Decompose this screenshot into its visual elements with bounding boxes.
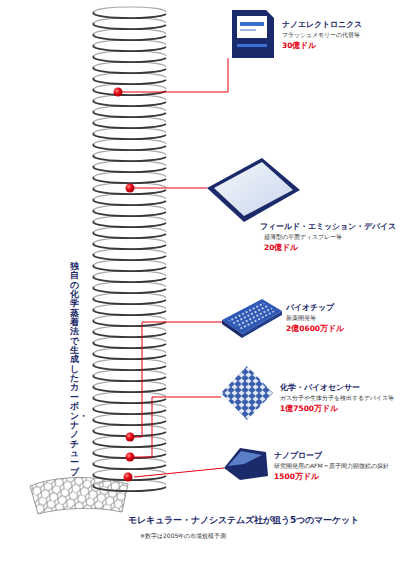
coil-winding [93, 397, 166, 403]
nanotube-mesh [30, 478, 128, 515]
coil-winding [93, 485, 166, 491]
coil-winding [93, 177, 166, 183]
market-description: ガス分子や生体分子を検出するデバイス等 [280, 395, 394, 402]
market-size: 1500万ドル [274, 473, 319, 482]
coil-winding [93, 133, 166, 139]
market-name: フィールド・エミッション・デバイス [260, 222, 396, 231]
nanoprobe-icon [224, 448, 268, 480]
market-name: バイオチップ [286, 303, 334, 312]
coil-winding [93, 386, 166, 392]
coil-winding [93, 375, 166, 381]
market-description: 超薄型の平面ディスプレー等 [264, 234, 342, 241]
title: モレキュラー・ナノシステムズ社が狙う5つのマーケット [128, 515, 359, 525]
coil-winding [94, 7, 166, 12]
biochip-icon [222, 299, 282, 338]
coil-winding [93, 331, 166, 337]
coil-winding [93, 463, 166, 469]
coil-winding [93, 111, 166, 117]
coil-winding [93, 364, 166, 370]
market-size: 1億7500万ドル [280, 405, 338, 414]
footnote: ※数字は2005年の市場規模予測 [140, 533, 226, 540]
market-name: ナノエレクトロニクス [282, 20, 362, 29]
coil-winding [93, 320, 166, 326]
coil-winding [93, 276, 166, 282]
coil-winding [93, 342, 166, 348]
coil-winding [93, 45, 166, 51]
carbon-nanotube-coil [93, 7, 166, 491]
coil-winding [93, 144, 166, 150]
coil-winding [93, 408, 166, 414]
coil-winding [93, 309, 166, 315]
coil-winding [93, 210, 166, 216]
market-name: ナノプローブ [274, 451, 322, 460]
coil-winding [93, 122, 166, 128]
coil-winding [93, 56, 166, 62]
market-name: 化学・バイオセンサー [280, 383, 360, 392]
coil-winding [93, 287, 166, 293]
coil-winding [93, 78, 166, 84]
coil-winding [93, 265, 166, 271]
market-size: 20億ドル [264, 244, 298, 253]
coil-winding [93, 155, 166, 161]
coil-winding [93, 221, 166, 227]
coil-winding [93, 254, 166, 260]
coil-winding [93, 12, 166, 18]
flat-panel-icon [207, 158, 300, 222]
market-size: 2億0600万ドル [286, 325, 344, 334]
coil-winding [93, 232, 166, 238]
memory-card-icon [232, 10, 274, 58]
coil-winding [93, 243, 166, 249]
coil-winding [93, 353, 166, 359]
sensor-icon [221, 366, 273, 420]
coil-winding [93, 67, 166, 73]
leader-lines [122, 58, 228, 477]
market-description: フラッシュメモリーの代替等 [282, 32, 360, 39]
coil-winding [93, 298, 166, 304]
market-description: 研究開発用のAFM＝原子間力顕微鏡の探針 [274, 463, 389, 470]
coil-winding [93, 23, 166, 29]
coil-winding [93, 441, 166, 447]
coil-winding [93, 419, 166, 425]
vertical-caption: 独自の化学蒸着法で生成したカーボン・ナノチューブ [70, 262, 79, 477]
coil-winding [93, 34, 166, 40]
market-description: 新薬開発等 [286, 315, 316, 322]
coil-winding [93, 199, 166, 205]
coil-winding [93, 166, 166, 172]
market-size: 30億ドル [282, 42, 316, 51]
coil-winding [93, 100, 166, 106]
red-dots [114, 88, 135, 482]
